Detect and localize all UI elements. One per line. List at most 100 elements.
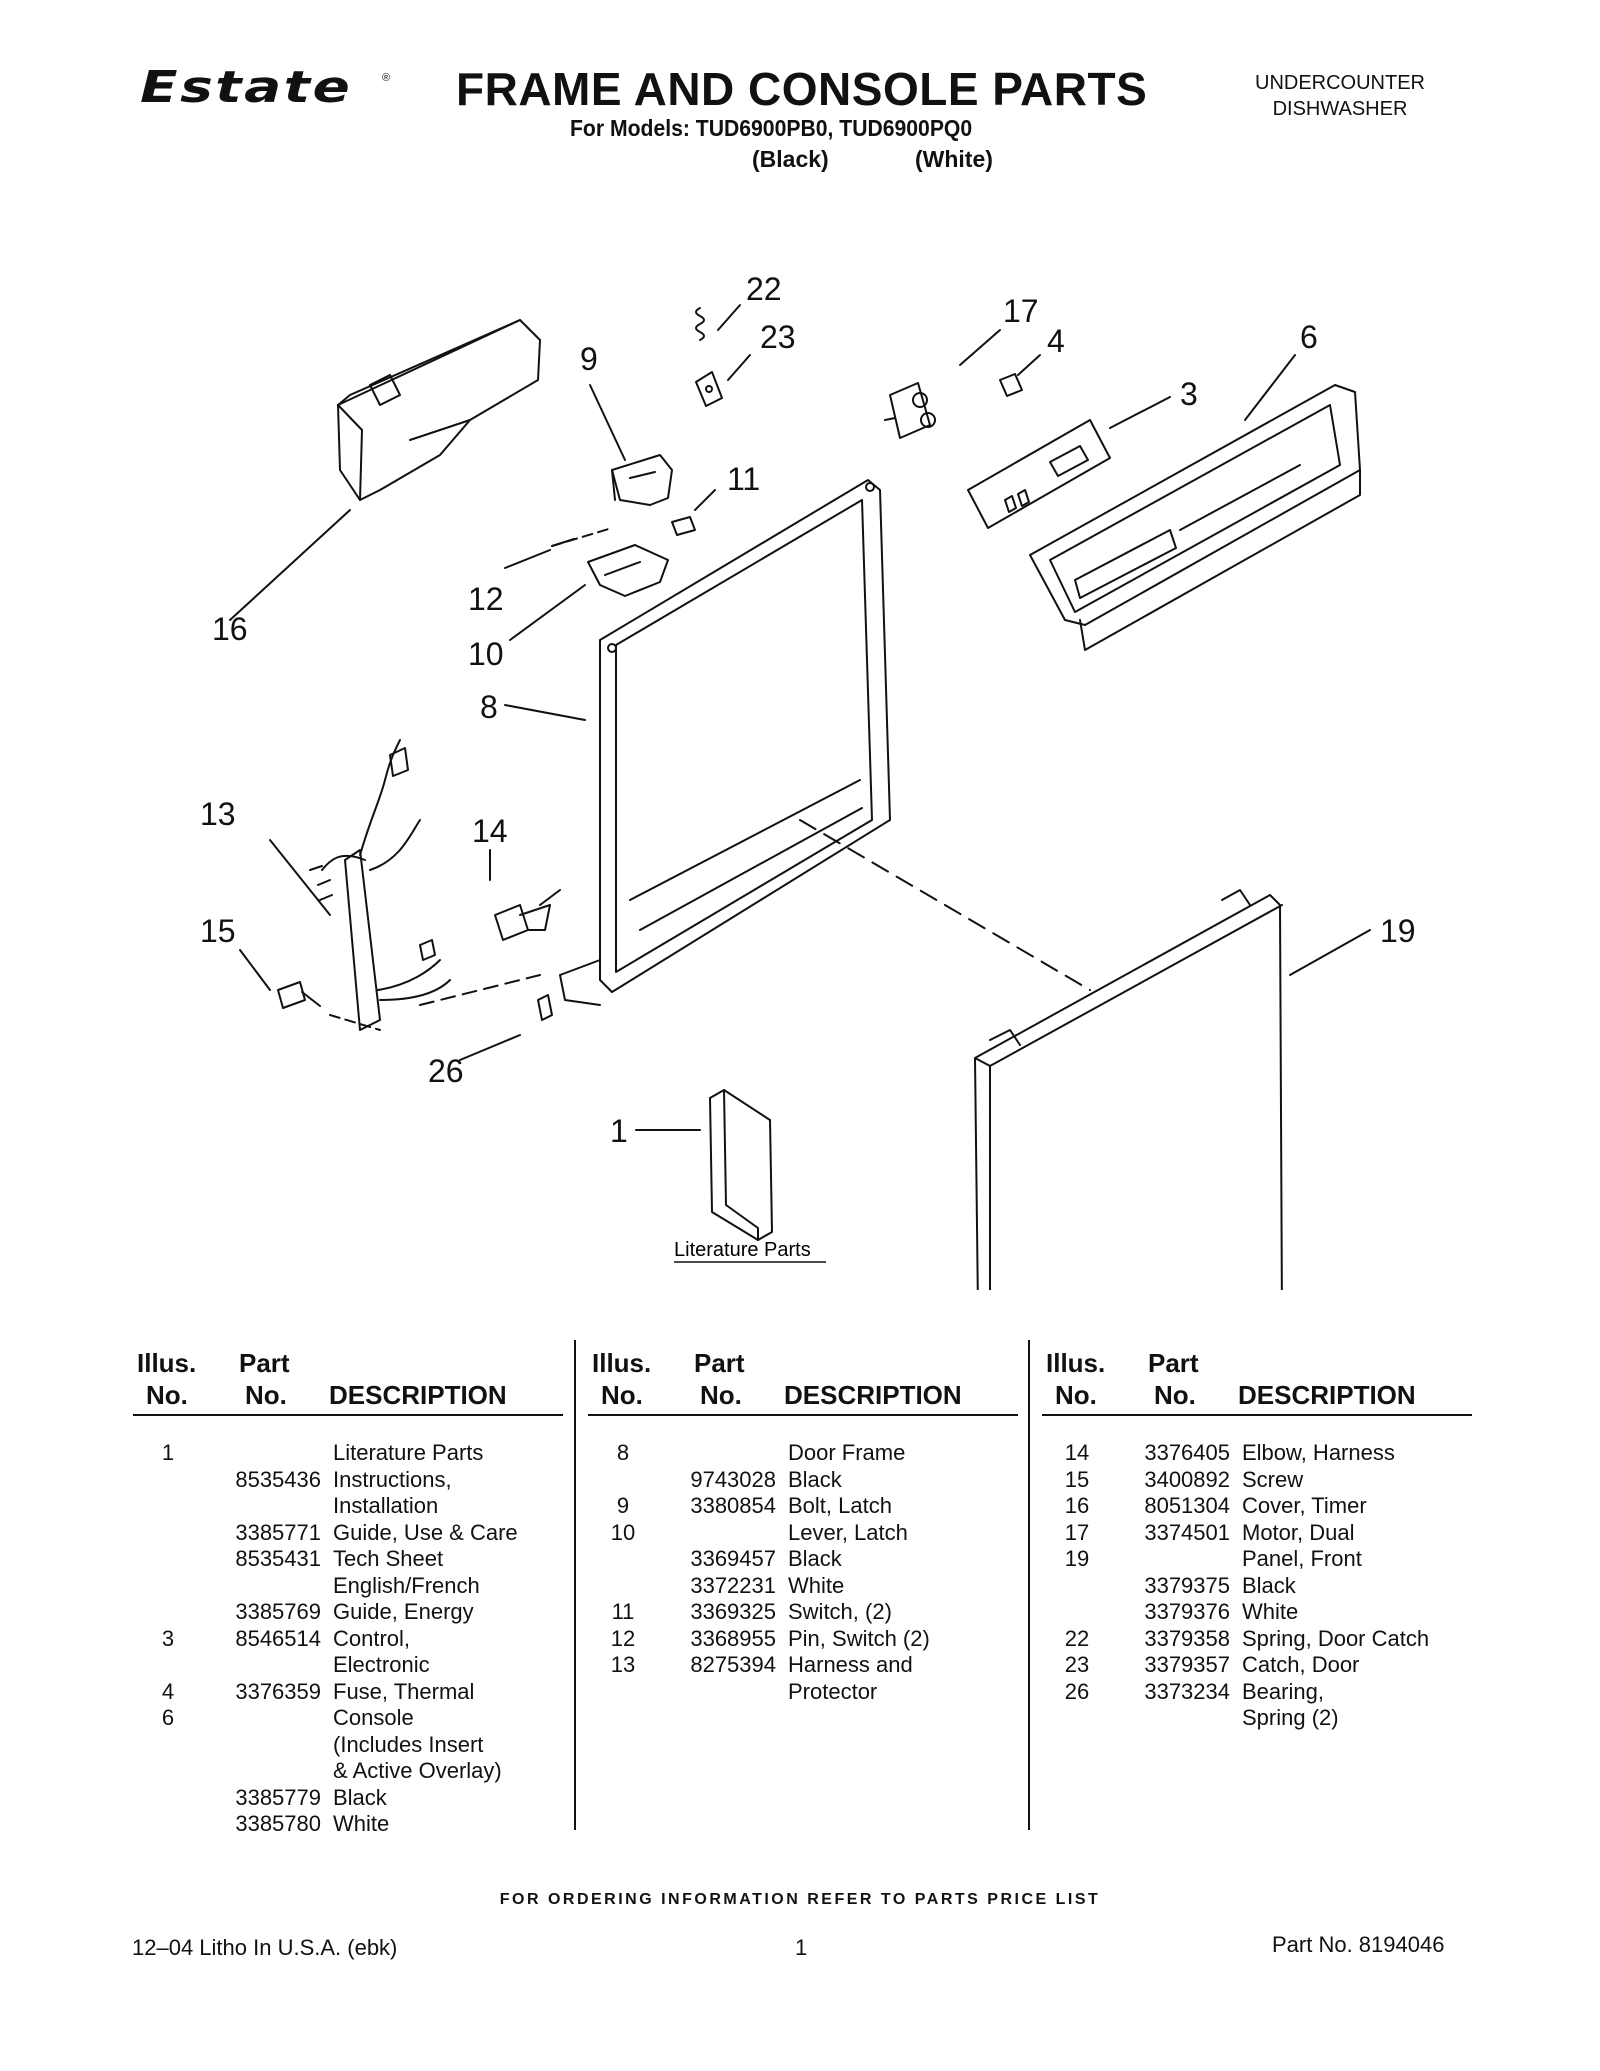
part-number: 3385779: [235, 1784, 321, 1810]
brand-logo: Estate: [140, 62, 353, 113]
part-description: Harness and: [788, 1652, 913, 1677]
part-number: 3385771: [235, 1519, 321, 1545]
callout-19: 19: [1380, 913, 1416, 949]
literature-parts-part: [709, 1089, 773, 1241]
part-number: 3385780: [235, 1811, 321, 1836]
illus-number: 1: [161, 1440, 175, 1465]
door-catch-spring-part: [695, 307, 705, 341]
callout-4: 4: [1047, 323, 1065, 359]
part-description: Literature Parts: [333, 1440, 484, 1465]
part-description: White: [1242, 1599, 1299, 1624]
part-description: Black: [788, 1466, 842, 1492]
illus-number: 10: [610, 1519, 636, 1545]
part-description: Black: [333, 1784, 387, 1810]
part-description: Bolt, Latch: [788, 1493, 892, 1518]
part-number: 3379358: [1144, 1625, 1230, 1651]
callout-11: 11: [727, 461, 760, 497]
appliance-type: UNDERCOUNTER DISHWASHER: [1230, 70, 1450, 122]
timer-cover-part: [337, 319, 541, 501]
part-number: 3374501: [1144, 1519, 1230, 1545]
part-description: Black: [1242, 1572, 1296, 1598]
illus-number: 12: [610, 1625, 636, 1651]
part-description: Lever, Latch: [788, 1519, 908, 1545]
callout-1: 1: [610, 1113, 628, 1149]
header-part: Part: [1148, 1348, 1199, 1378]
callout-15: 15: [200, 913, 236, 949]
part-description: & Active Overlay): [333, 1758, 502, 1783]
latch-lever-part: [587, 544, 669, 597]
registered-mark: ®: [382, 72, 391, 84]
appliance-line-1: UNDERCOUNTER: [1255, 72, 1425, 94]
part-number: 3379357: [1144, 1652, 1230, 1677]
page-number: 1: [795, 1935, 808, 1960]
callout-9: 9: [580, 341, 598, 377]
header-illus-no: No.: [1055, 1380, 1097, 1410]
literature-parts-label: Literature Parts: [674, 1239, 811, 1261]
thermal-fuse-part: [999, 373, 1023, 397]
illus-number: 16: [1064, 1493, 1090, 1518]
litho-info: 12–04 Litho In U.S.A. (ebk): [132, 1935, 398, 1960]
part-description: Instructions,: [333, 1466, 452, 1492]
part-number: 3379375: [1144, 1572, 1230, 1598]
latch-bolt-part: [611, 454, 673, 506]
part-description: Installation: [333, 1493, 439, 1518]
header-description: DESCRIPTION: [329, 1380, 507, 1410]
ordering-note: FOR ORDERING INFORMATION REFER TO PARTS …: [499, 1891, 1101, 1908]
part-description: Spring (2): [1242, 1705, 1339, 1730]
harness-elbow-part: [494, 889, 561, 941]
part-description: Door Frame: [788, 1440, 906, 1465]
door-catch-part: [695, 371, 723, 407]
color-white-label: (White): [915, 146, 993, 172]
callout-16: 16: [212, 611, 248, 647]
column-divider-2: [1028, 1340, 1030, 1830]
header-part-no: No.: [245, 1380, 287, 1410]
callout-numbers: 22 17 23 4 6 9 3 11 16 12 10 8 13 14 15 …: [200, 271, 1416, 1149]
part-number: 3376359: [235, 1678, 321, 1704]
front-panel-part: [974, 889, 1283, 1290]
part-number: 3373234: [1144, 1678, 1230, 1704]
callout-22: 22: [746, 271, 782, 307]
screw-part: [277, 981, 321, 1009]
part-description: Panel, Front: [1242, 1546, 1362, 1571]
header-part-no: No.: [700, 1380, 742, 1410]
callout-10: 10: [468, 636, 504, 672]
part-number: 3400892: [1144, 1466, 1230, 1492]
part-description: Spring, Door Catch: [1242, 1625, 1430, 1651]
illus-number: 14: [1064, 1440, 1090, 1465]
illus-number: 22: [1064, 1625, 1090, 1651]
color-black-label: (Black): [752, 146, 829, 172]
header-illus: Illus.: [592, 1348, 652, 1378]
callout-6: 6: [1300, 319, 1318, 355]
part-number: 8051304: [1144, 1493, 1230, 1518]
callout-13: 13: [200, 796, 236, 832]
part-number: 3380854: [690, 1493, 776, 1518]
part-number: 3368955: [690, 1625, 776, 1651]
part-description: Electronic: [333, 1652, 430, 1677]
illus-number: 3: [161, 1625, 175, 1651]
part-description: Fuse, Thermal: [333, 1678, 475, 1704]
header-illus: Illus.: [1046, 1348, 1106, 1378]
illus-number: 19: [1064, 1546, 1090, 1571]
illus-number: 17: [1064, 1519, 1090, 1545]
illus-number: 11: [611, 1599, 635, 1624]
illus-number: 6: [161, 1705, 175, 1730]
part-description: Screw: [1242, 1466, 1304, 1492]
header-description: DESCRIPTION: [1238, 1380, 1416, 1410]
part-number: 8535431: [235, 1546, 321, 1571]
part-number: 3369325: [690, 1599, 776, 1624]
part-description: Guide, Use & Care: [333, 1519, 518, 1545]
header-illus-no: No.: [601, 1380, 643, 1410]
part-number: 3379376: [1144, 1599, 1230, 1624]
bearing-spring-part: [537, 994, 553, 1021]
part-description: Cover, Timer: [1242, 1493, 1367, 1518]
part-description: Control,: [333, 1625, 411, 1651]
header-part: Part: [239, 1348, 290, 1378]
part-description: White: [333, 1811, 390, 1836]
callout-14: 14: [472, 813, 508, 849]
part-description: Motor, Dual: [1242, 1519, 1355, 1545]
electronic-control-part: [967, 419, 1111, 529]
part-description: White: [788, 1572, 845, 1598]
console-part: [1029, 384, 1361, 651]
part-description: Catch, Door: [1242, 1652, 1360, 1677]
column-divider-1: [574, 1340, 576, 1830]
